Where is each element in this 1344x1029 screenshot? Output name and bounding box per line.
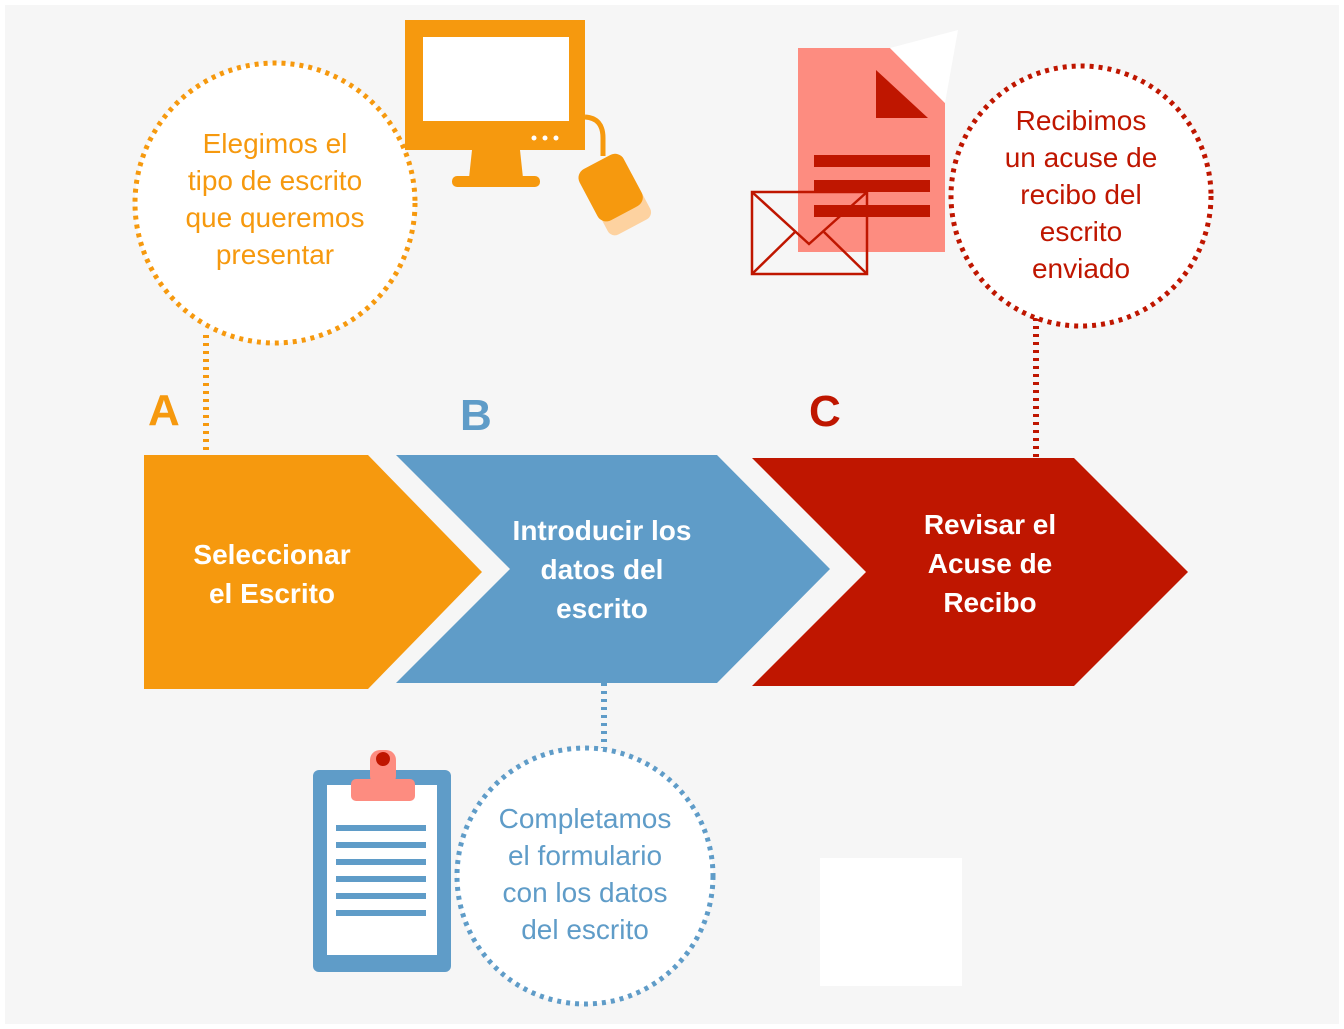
clipboard-icon <box>313 750 451 972</box>
step-c-chevron <box>752 458 1188 686</box>
step-b-chevron <box>396 455 830 683</box>
step-b-label: Introducir los datos del escrito <box>512 515 692 624</box>
step-a-label: Seleccionar el Escrito <box>193 539 351 609</box>
bubble-c-circle <box>948 63 1214 329</box>
bubble-b-circle <box>454 745 716 1007</box>
blank-square <box>820 858 962 986</box>
step-a-letter: A <box>148 386 180 435</box>
document-envelope-icon <box>750 30 958 276</box>
bubble-c-text: Recibimos un acuse de recibo del escrito… <box>1004 105 1158 284</box>
bubble-b-text: Completamos el formulario con los datos … <box>498 803 672 945</box>
bubble-a-text: Elegimos el tipo de escrito que queremos… <box>185 128 365 270</box>
step-c-label: Revisar el Acuse de Recibo <box>923 509 1057 618</box>
bubble-a-circle <box>132 60 418 346</box>
step-b-letter: B <box>460 391 492 440</box>
computer-monitor-icon <box>405 20 652 236</box>
step-a-chevron <box>144 455 482 689</box>
step-c-letter: C <box>809 387 841 436</box>
